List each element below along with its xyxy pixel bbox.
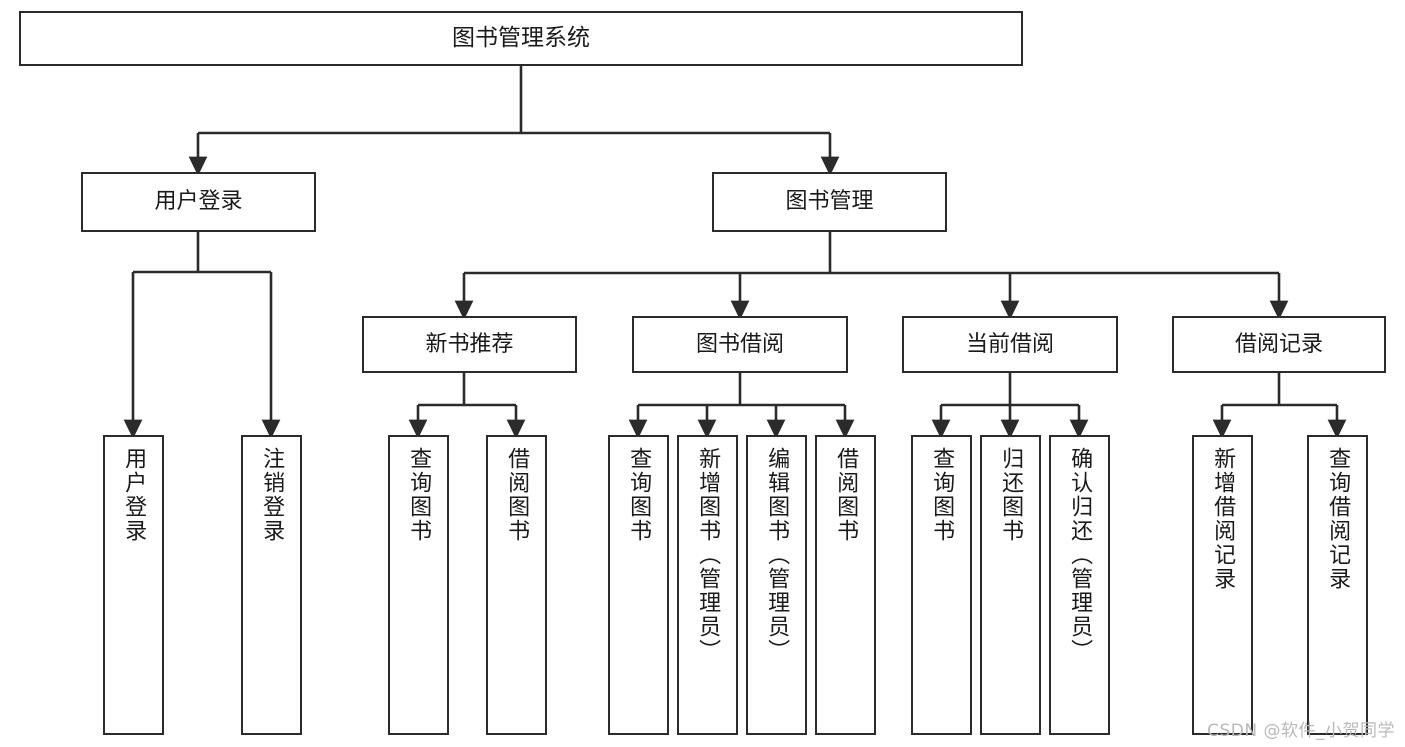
node-book-management[interactable]: 图书管理 [712,172,947,232]
node-label: 查询借阅记录 [1325,447,1351,591]
node-label: 确认归还（管理员） [1067,447,1093,663]
leaf-user-login-login[interactable]: 用户登录 [103,435,164,735]
node-label: 借阅记录 [1234,331,1323,357]
leaf-recommend-borrow-book[interactable]: 借阅图书 [486,435,547,735]
node-label: 用户登录 [154,189,243,215]
leaf-borrow-edit-book-admin[interactable]: 编辑图书（管理员） [746,435,807,735]
node-book-borrow[interactable]: 图书借阅 [632,316,848,373]
node-borrow-record[interactable]: 借阅记录 [1172,316,1386,373]
node-new-book-recommend[interactable]: 新书推荐 [362,316,577,373]
leaf-borrow-query-book[interactable]: 查询图书 [608,435,669,735]
node-label: 用户登录 [121,447,147,543]
node-label: 图书管理系统 [452,25,590,52]
watermark-text: CSDN @软件_小贺同学 [1207,721,1395,741]
node-label: 新增借阅记录 [1210,447,1236,591]
node-label: 图书借阅 [695,331,784,357]
node-current-borrow[interactable]: 当前借阅 [902,316,1118,373]
node-label: 图书管理 [785,189,874,215]
node-label: 新增图书（管理员） [695,447,721,663]
node-label: 当前借阅 [965,331,1054,357]
node-label: 注销登录 [259,447,285,543]
leaf-borrow-borrow-book[interactable]: 借阅图书 [815,435,876,735]
leaf-record-add-record[interactable]: 新增借阅记录 [1192,435,1253,735]
leaf-current-query-book[interactable]: 查询图书 [911,435,972,735]
leaf-current-confirm-return-admin[interactable]: 确认归还（管理员） [1049,435,1110,735]
leaf-record-query-record[interactable]: 查询借阅记录 [1307,435,1368,735]
node-user-login[interactable]: 用户登录 [81,172,316,232]
node-root-system[interactable]: 图书管理系统 [19,11,1023,66]
node-label: 借阅图书 [504,447,530,543]
node-label: 新书推荐 [425,331,514,357]
leaf-user-login-logout[interactable]: 注销登录 [241,435,302,735]
leaf-current-return-book[interactable]: 归还图书 [980,435,1041,735]
leaf-borrow-add-book-admin[interactable]: 新增图书（管理员） [677,435,738,735]
node-label: 查询图书 [626,447,652,543]
leaf-recommend-query-book[interactable]: 查询图书 [388,435,449,735]
node-label: 归还图书 [998,447,1024,543]
node-label: 查询图书 [929,447,955,543]
node-label: 查询图书 [406,447,432,543]
node-label: 编辑图书（管理员） [764,447,790,663]
node-label: 借阅图书 [833,447,859,543]
